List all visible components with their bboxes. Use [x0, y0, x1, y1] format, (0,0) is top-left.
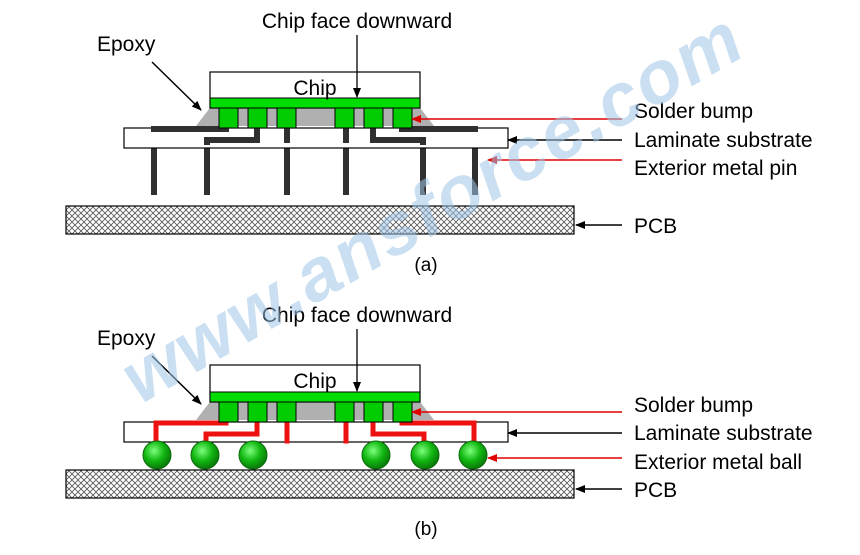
exterior-balls: [142, 440, 488, 470]
solder-bumps: [218, 107, 413, 129]
solder-ball: [238, 440, 268, 470]
chip-face-label: Chip face downward: [262, 10, 452, 33]
pcb-label: PCB: [634, 215, 677, 238]
laminate-label: Laminate substrate: [634, 422, 813, 445]
chip-active-face: [209, 391, 421, 403]
pin: [472, 126, 478, 195]
solder-bump-label: Solder bump: [634, 100, 753, 123]
solder-bump: [334, 401, 355, 423]
chip-label: Chip: [293, 77, 336, 100]
exterior-pin-label: Exterior metal pin: [634, 157, 797, 180]
chip-label: Chip: [293, 370, 336, 393]
solder-bump: [392, 401, 413, 423]
solder-ball: [410, 440, 440, 470]
pin: [420, 140, 426, 195]
solder-bump: [334, 107, 355, 129]
pin: [204, 140, 210, 195]
solder-ball: [458, 440, 488, 470]
solder-bump: [218, 107, 239, 129]
exterior-pins: [151, 126, 478, 195]
caption-b: (b): [414, 519, 437, 540]
laminate-label: Laminate substrate: [634, 129, 813, 152]
diagram-a: Chip Chip face downward Epoxy Solder bum…: [65, 10, 813, 276]
caption-a: (a): [414, 255, 437, 276]
solder-ball: [190, 440, 220, 470]
solder-bumps: [218, 401, 413, 423]
chip-active-face: [209, 97, 421, 109]
solder-bump: [247, 401, 268, 423]
chip-face-label: Chip face downward: [262, 304, 452, 327]
solder-bump: [363, 107, 384, 129]
solder-bump: [363, 401, 384, 423]
pin: [151, 126, 157, 195]
epoxy-arrow: [151, 61, 202, 111]
solder-bump: [276, 107, 297, 129]
diagram-b: Chip Chip face downward Epoxy Solder bum…: [65, 304, 813, 540]
epoxy-arrow: [151, 355, 202, 405]
solder-ball: [142, 440, 172, 470]
solder-bump-label: Solder bump: [634, 394, 753, 417]
solder-bump: [276, 401, 297, 423]
exterior-ball-label: Exterior metal ball: [634, 451, 802, 474]
solder-bump: [218, 401, 239, 423]
substrate-wiring: [151, 125, 478, 145]
pcb-board: [65, 205, 575, 235]
solder-bump: [247, 107, 268, 129]
solder-ball: [361, 440, 391, 470]
pin: [343, 126, 349, 195]
epoxy-label: Epoxy: [97, 327, 156, 350]
epoxy-label: Epoxy: [97, 33, 156, 56]
pcb-board: [65, 469, 575, 499]
pcb-label: PCB: [634, 479, 677, 502]
pin: [284, 126, 290, 195]
solder-bump: [392, 107, 413, 129]
substrate-wiring: [153, 419, 477, 444]
